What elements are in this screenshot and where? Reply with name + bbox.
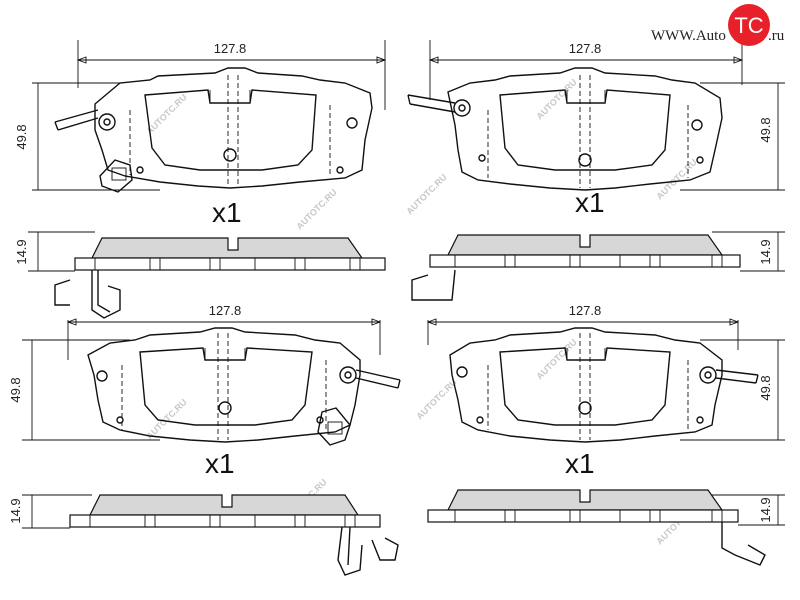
watermark-text: AUTOTC.RU xyxy=(144,397,188,441)
pad-1-height-label: 49.8 xyxy=(14,124,29,149)
pad-3-thickness-label: 14.9 xyxy=(8,498,23,523)
pad-3-face-view: 127.8 49.8 xyxy=(8,303,401,446)
pad-1-face-view: 127.8 49.8 xyxy=(14,40,387,193)
pad-3-quantity-label: x1 xyxy=(205,448,235,479)
pad-1-thickness-label: 14.9 xyxy=(14,239,29,264)
pad-3-height-label: 49.8 xyxy=(8,377,23,402)
watermark-text: AUTOTC.RU xyxy=(294,187,338,231)
watermark-text: AUTOTC.RU xyxy=(404,172,448,216)
pad-2-outline xyxy=(447,67,723,191)
pad-2-width-label: 127.8 xyxy=(569,41,602,56)
pad-2-thickness-label: 14.9 xyxy=(758,239,773,264)
pad-2-height-label: 49.8 xyxy=(758,117,773,142)
pad-1: 127.8 49.8 x1 xyxy=(14,40,387,319)
site-logo[interactable]: WWW.Auto TC .ru xyxy=(651,4,785,46)
pad-2-quantity-label: x1 xyxy=(575,187,605,218)
pad-4-quantity-label: x1 xyxy=(565,448,595,479)
watermark-text: AUTOTC.RU xyxy=(144,92,188,136)
watermark-text: AUTOTC.RU xyxy=(414,377,458,421)
pad-4: 127.8 49.8 x1 14.9 xyxy=(426,303,785,566)
pad-1-width-label: 127.8 xyxy=(214,41,247,56)
pad-1-side-view: 14.9 xyxy=(14,231,386,319)
logo-tc-badge xyxy=(728,4,770,46)
pad-3: 127.8 49.8 x1 14.9 xyxy=(8,303,401,576)
pad-4-height-label: 49.8 xyxy=(758,375,773,400)
pad-4-outline xyxy=(449,327,723,443)
pad-2: 127.8 49.8 x1 14.9 xyxy=(407,40,785,301)
logo-prefix-text: WWW.Auto xyxy=(651,28,726,44)
pad-4-thickness-label: 14.9 xyxy=(758,497,773,522)
watermark-text: AUTOTC.RU xyxy=(534,77,578,121)
pad-4-width-label: 127.8 xyxy=(569,303,602,318)
watermark-text: AUTOTC.RU xyxy=(534,337,578,381)
pad-3-width-label: 127.8 xyxy=(209,303,242,318)
pad-1-outline xyxy=(94,67,373,189)
pad-4-side-view: 14.9 xyxy=(427,489,785,566)
pad-4-face-view: 127.8 49.8 xyxy=(426,303,785,443)
logo-tc-text: TC xyxy=(734,13,763,38)
logo-suffix-text: .ru xyxy=(768,28,785,44)
pad-2-side-view: 14.9 xyxy=(411,231,785,301)
pad-2-face-view: 127.8 49.8 xyxy=(407,40,785,191)
pad-3-outline xyxy=(87,327,361,443)
pad-3-side-view: 14.9 xyxy=(8,494,399,576)
pad-1-quantity-label: x1 xyxy=(212,197,242,228)
